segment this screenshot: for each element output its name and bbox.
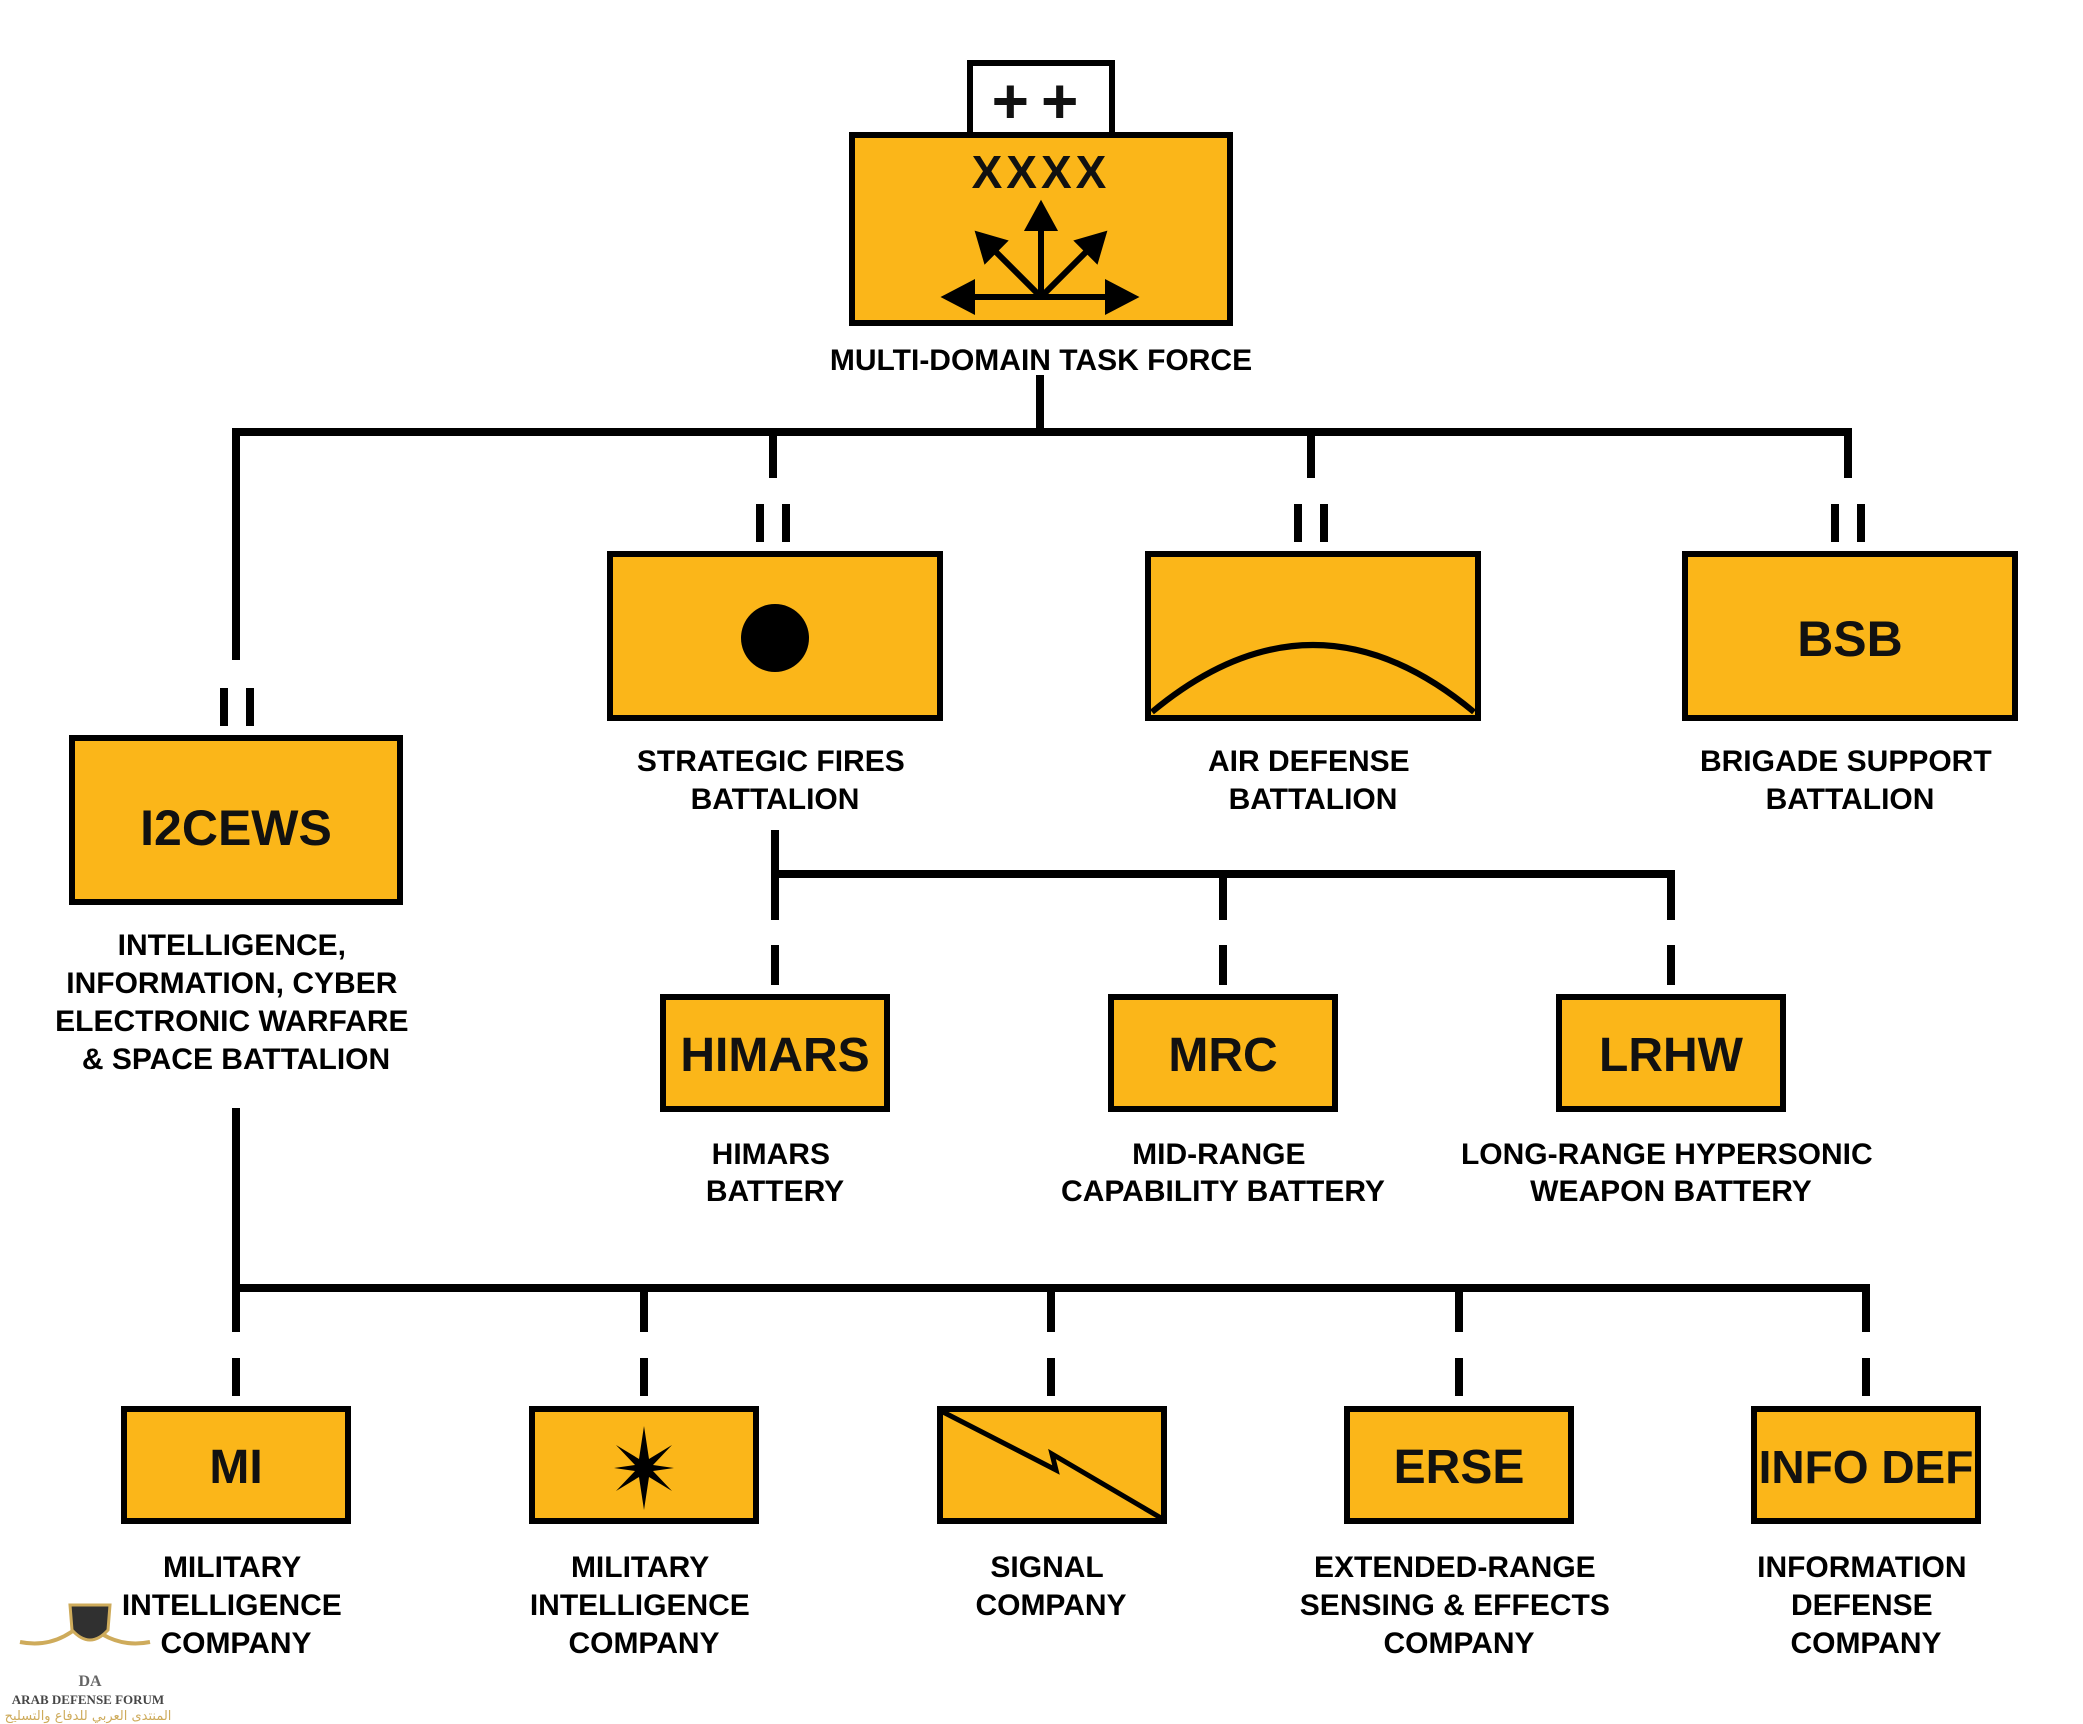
hq-top-tab	[967, 60, 1115, 138]
lrhw-label: LONG-RANGE HYPERSONIC WEAPON BATTERY	[1461, 1138, 1881, 1208]
air-defense-arc-icon	[1150, 642, 1476, 715]
company-signal: SIGNAL COMPANY	[937, 1406, 1167, 1622]
erse-box	[1344, 1406, 1574, 1524]
himars-label: HIMARS BATTERY	[706, 1138, 844, 1208]
bsb-box	[1682, 551, 2018, 721]
info-def-box	[1751, 1406, 1981, 1524]
company-erse: ERSE EXTENDED-RANGE SENSING & EFFECTS CO…	[1300, 1406, 1618, 1660]
svg-text:DA: DA	[78, 1673, 102, 1690]
company-mi: MI MILITARY INTELLIGENCE COMPANY	[121, 1406, 351, 1660]
battalion-strategic-fires: STRATEGIC FIRES BATTALION	[607, 551, 943, 816]
battalion-air-defense: AIR DEFENSE BATTALION	[1145, 551, 1481, 816]
i2cews-box-text: I2CEWS	[140, 800, 332, 856]
erse-box-text: ERSE	[1394, 1441, 1525, 1494]
air-defense-box	[1145, 551, 1481, 721]
info-def-label: INFORMATION DEFENSE COMPANY	[1757, 1551, 1975, 1660]
mrc-box	[1108, 994, 1338, 1112]
i2cews-label: INTELLIGENCE, INFORMATION, CYBER ELECTRO…	[55, 929, 417, 1076]
erse-label: EXTENDED-RANGE SENSING & EFFECTS COMPANY	[1300, 1551, 1618, 1660]
strategic-fires-label: STRATEGIC FIRES BATTALION	[637, 745, 913, 816]
mi-label: MILITARY INTELLIGENCE COMPANY	[122, 1551, 350, 1660]
battalion-i2cews: I2CEWS INTELLIGENCE, INFORMATION, CYBER …	[55, 735, 417, 1076]
company-mi-star: MILITARY INTELLIGENCE COMPANY	[529, 1406, 759, 1660]
company-info-def: INFO DEF INFORMATION DEFENSE COMPANY	[1751, 1406, 1981, 1660]
compass-star-icon	[614, 1426, 674, 1510]
mi-box	[121, 1406, 351, 1524]
watermark-subtitle: المنتدى العربي للدفاع والتسليح	[5, 1709, 172, 1724]
bsb-label: BRIGADE SUPPORT BATTALION	[1700, 745, 2000, 816]
lightning-bolt-icon	[941, 1409, 1163, 1521]
battalion-bsb: BSB BRIGADE SUPPORT BATTALION	[1682, 551, 2018, 816]
mi-star-label: MILITARY INTELLIGENCE COMPANY	[530, 1551, 758, 1660]
connector-lines	[232, 375, 1870, 1396]
watermark-title: ARAB DEFENSE FORUM	[12, 1692, 164, 1707]
i2cews-box	[69, 735, 403, 905]
hq-unit: ++ XXXX MULTI-DOMAIN TASK FORCE	[830, 60, 1252, 377]
battery-mrc: MRC MID-RANGE CAPABILITY BATTERY	[1061, 994, 1385, 1208]
arab-defense-forum-logo: DA ARAB DEFENSE FORUM المنتدى العربي للد…	[5, 1603, 172, 1724]
battery-lrhw: LRHW LONG-RANGE HYPERSONIC WEAPON BATTER…	[1461, 994, 1881, 1208]
himars-box-text: HIMARS	[680, 1029, 869, 1082]
info-def-box-text: INFO DEF	[1759, 1441, 1974, 1493]
air-defense-label: AIR DEFENSE BATTALION	[1208, 745, 1418, 816]
echelon-marks	[220, 504, 1865, 726]
bsb-box-text: BSB	[1797, 611, 1903, 667]
field-artillery-dot-icon	[741, 604, 809, 672]
hq-echelon: XXXX	[972, 146, 1111, 198]
battery-himars: HIMARS HIMARS BATTERY	[660, 994, 890, 1208]
lrhw-box	[1556, 994, 1786, 1112]
hq-label: MULTI-DOMAIN TASK FORCE	[830, 344, 1252, 377]
signal-label: SIGNAL COMPANY	[975, 1551, 1126, 1622]
mrc-box-text: MRC	[1168, 1029, 1277, 1082]
lrhw-box-text: LRHW	[1599, 1029, 1744, 1082]
mi-box-text: MI	[209, 1441, 262, 1494]
himars-box	[660, 994, 890, 1112]
multi-domain-arrows-icon	[940, 199, 1140, 315]
mrc-label: MID-RANGE CAPABILITY BATTERY	[1061, 1138, 1385, 1208]
hq-top-tab-text: ++	[992, 65, 1091, 137]
